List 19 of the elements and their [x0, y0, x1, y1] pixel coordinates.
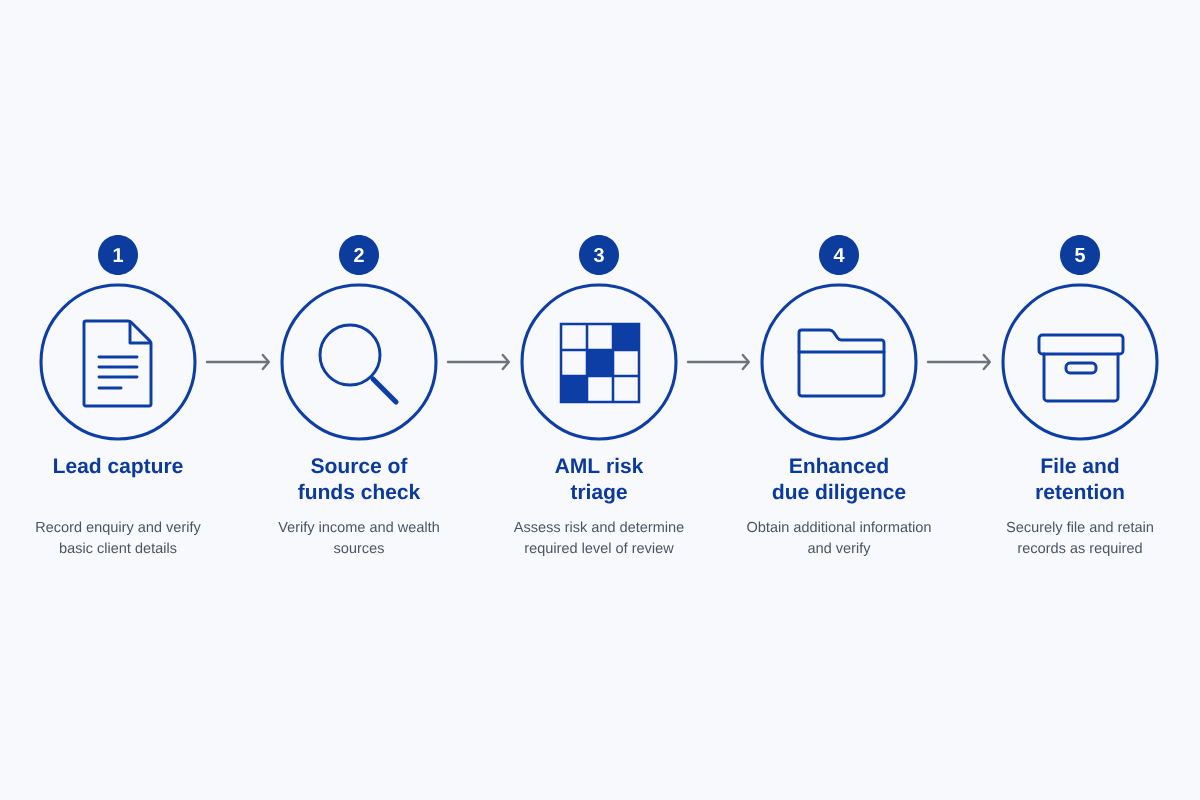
step-description: Verify income and wealth sources	[278, 521, 439, 554]
arrow	[926, 353, 991, 371]
step-title: Source of funds check	[298, 457, 421, 500]
step-description: Obtain additional information and verify	[747, 521, 931, 556]
number-badge: 1	[98, 235, 138, 275]
arrow	[446, 353, 510, 371]
number-badge: 5	[1060, 235, 1100, 275]
number-badge: 4	[819, 235, 859, 275]
step-description: Record enquiry and verify basic client details	[36, 521, 201, 554]
step-description: Assess risk and determine required level of review	[513, 521, 684, 556]
number-badge: 3	[579, 235, 619, 275]
step-description: Securely file and retain records as required	[1006, 521, 1153, 556]
step-title: Enhanced due diligence	[772, 457, 906, 504]
arrow	[205, 353, 270, 371]
step-title: File and retention	[1036, 457, 1124, 500]
step-title: AML risk triage	[555, 457, 644, 504]
number-badge: 2	[339, 235, 379, 275]
arrow	[686, 353, 750, 371]
step-title: Lead capture	[54, 457, 183, 478]
